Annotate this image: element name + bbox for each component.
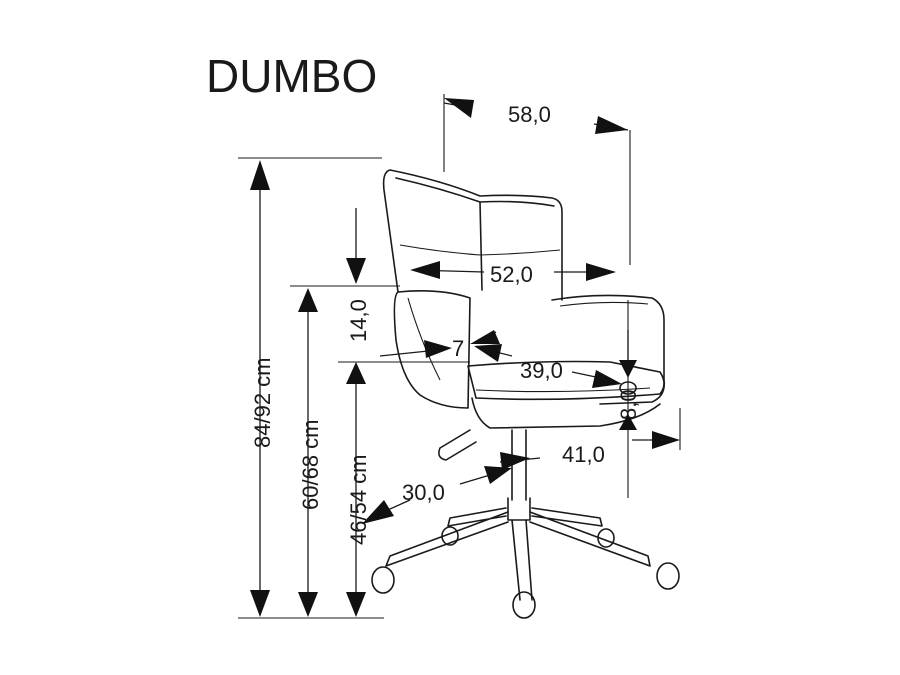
backrest-inner — [395, 177, 555, 291]
caster-wheels — [371, 526, 680, 619]
gas-lever — [438, 429, 477, 461]
seat-bottom — [471, 397, 661, 429]
star-base — [385, 507, 651, 601]
product-title: DUMBO — [206, 50, 377, 102]
label-seat-height: 46/54 cm — [346, 455, 371, 546]
gas-cylinder — [511, 429, 527, 501]
right-armrest — [551, 294, 666, 405]
backrest-outline — [382, 169, 563, 301]
label-seat-depth: 39,0 — [520, 358, 563, 383]
label-overall-depth: 41,0 — [562, 442, 605, 467]
label-armrest-height: 60/68 cm — [298, 420, 323, 511]
label-armrest-width: 7 — [452, 336, 464, 361]
label-backrest-height: 14,0 — [346, 299, 371, 342]
left-armrest — [393, 290, 471, 409]
seat-cushion — [467, 360, 665, 401]
dimension-lines — [238, 94, 681, 619]
label-inner-width: 52,0 — [490, 262, 533, 287]
label-total-height: 84/92 cm — [250, 358, 275, 449]
label-armrest-thickness: 8,0 — [616, 389, 641, 420]
label-overall-width: 58,0 — [508, 102, 551, 127]
backrest-seam — [399, 244, 561, 256]
dimension-labels: 84/92 cm 60/68 cm 46/54 cm 14,0 58,0 52,… — [250, 102, 641, 545]
label-base-radius: 30,0 — [402, 480, 445, 505]
